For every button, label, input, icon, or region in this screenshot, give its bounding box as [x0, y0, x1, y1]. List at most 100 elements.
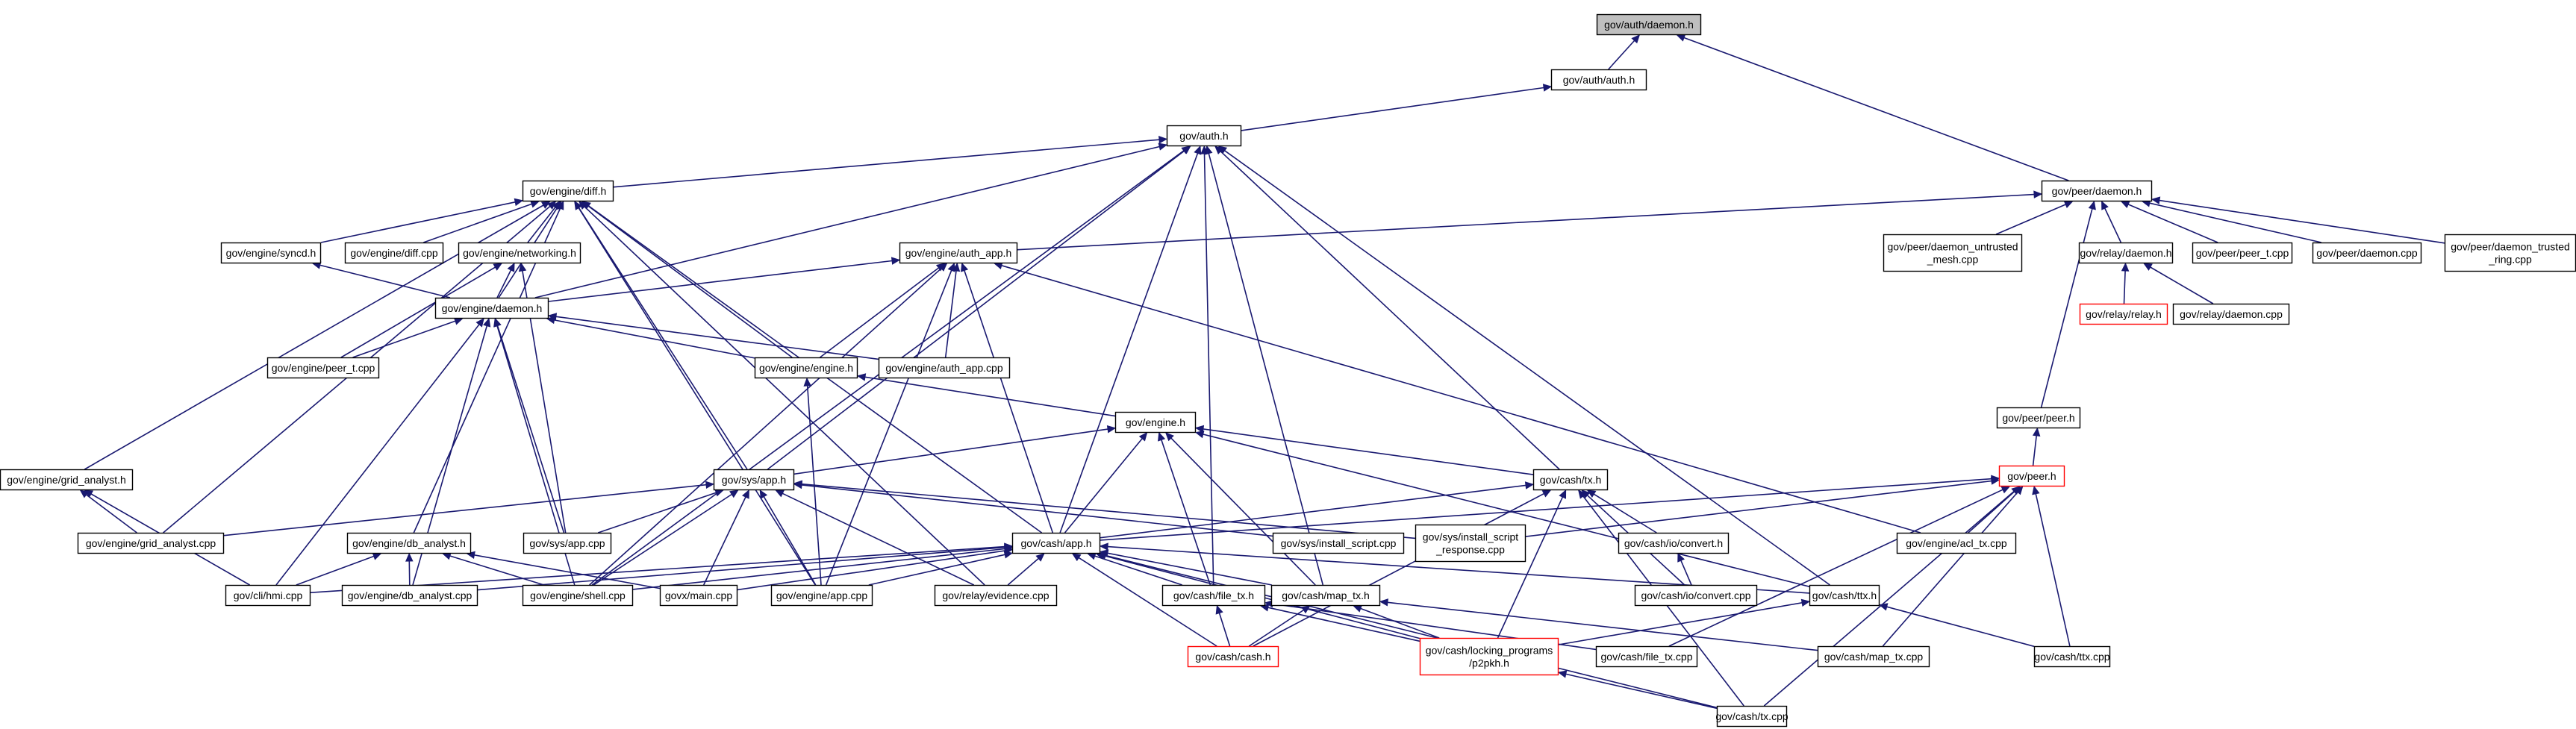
node-install-script-cpp[interactable]: gov/sys/install_script.cpp [1272, 532, 1405, 554]
edge-ttx_cpp-to-peer_h [2032, 485, 2071, 647]
node-tx-cpp[interactable]: gov/cash/tx.cpp [1715, 705, 1788, 728]
edge-cash_app_h-to-peer_h [1100, 475, 2000, 541]
edge-engine_app_cpp-to-cash_app_h [868, 551, 1014, 586]
node-peer-daemon-h[interactable]: gov/peer/daemon.h [2041, 180, 2153, 202]
edge-p2pkh_h-to-map_tx_h [1353, 604, 1440, 639]
node-map-tx-h[interactable]: gov/cash/map_tx.h [1270, 584, 1381, 607]
edge-networking_h-to-diff_h [527, 201, 561, 243]
node-peer-t-cpp[interactable]: gov/engine/peer_t.cpp [266, 357, 380, 379]
node-networking-h[interactable]: gov/engine/networking.h [458, 242, 581, 264]
node-db-analyst-cpp[interactable]: gov/engine/db_analyst.cpp [341, 584, 478, 607]
node-ttx-cpp[interactable]: gov/cash/ttx.cpp [2033, 645, 2111, 668]
node-relay-daemon-cpp[interactable]: gov/relay/daemon.cpp [2172, 303, 2290, 325]
node-diff-cpp[interactable]: gov/engine/diff.cpp [344, 242, 444, 264]
node-label: gov/cash/file_tx.h [1173, 589, 1254, 601]
node-cli-hmi-cpp[interactable]: gov/cli/hmi.cpp [225, 584, 311, 607]
node-daemon-trusted-cpp[interactable]: gov/peer/daemon_trusted_ring.cpp [2444, 234, 2576, 272]
node-label: /p2pkh.h [1469, 657, 1509, 669]
edge-auth_app_h-to-peer_daemon_h [1017, 190, 2043, 251]
edge-cash_cash_h-to-map_tx_h [1248, 605, 1311, 647]
node-engine-h[interactable]: gov/engine.h [1114, 411, 1197, 434]
node-label: gov/sys/app.h [722, 474, 786, 486]
node-label: gov/cash/file_tx.cpp [1601, 651, 1693, 663]
node-engine-daemon-h[interactable]: gov/engine/daemon.h [434, 297, 549, 319]
node-label: gov/cash/tx.cpp [1715, 710, 1788, 722]
node-daemon-h[interactable]: gov/auth/daemon.h [1596, 13, 1702, 36]
node-peer-daemon-cpp[interactable]: gov/peer/daemon.cpp [2312, 242, 2422, 264]
edge-engine_daemon_h-to-auth_app_h [548, 257, 901, 302]
edge-engine_app_cpp-to-engine_engine_h [803, 377, 822, 586]
node-label: gov/auth.h [1179, 130, 1228, 142]
node-grid-analyst-cpp[interactable]: gov/engine/grid_analyst.cpp [77, 532, 225, 554]
node-cash-app-h[interactable]: gov/cash/app.h [1011, 532, 1101, 554]
node-io-convert-cpp[interactable]: gov/cash/io/convert.cpp [1634, 584, 1758, 607]
node-label: gov/engine/grid_analyst.h [7, 474, 126, 486]
node-engine-engine-h[interactable]: gov/engine/engine.h [754, 357, 858, 379]
node-label: gov/cash/tx.h [1540, 474, 1602, 486]
node-peer-peer-h[interactable]: gov/peer/peer.h [1996, 407, 2081, 429]
node-db-analyst-h[interactable]: gov/engine/db_analyst.h [346, 532, 472, 554]
node-diff-h[interactable]: gov/engine/diff.h [522, 180, 614, 202]
edge-engine_h-to-engine_engine_h [856, 373, 1116, 417]
node-label: gov/peer/peer.h [2002, 412, 2074, 424]
node-auth-h[interactable]: gov/auth.h [1166, 125, 1242, 147]
node-auth-app-cpp[interactable]: gov/engine/auth_app.cpp [878, 357, 1011, 379]
node-file-tx-h[interactable]: gov/cash/file_tx.h [1161, 584, 1266, 607]
node-ttx-h[interactable]: gov/cash/ttx.h [1809, 584, 1880, 607]
node-daemon-untrusted-cpp[interactable]: gov/peer/daemon_untrusted_mesh.cpp [1883, 234, 2023, 272]
edge-diff_h-to-auth_h [613, 135, 1168, 188]
edge-peer_t_cpp-to-engine_daemon_h [352, 317, 464, 358]
edge-tx_cpp-to-p2pkh_h [1557, 670, 1718, 710]
node-acl-tx-cpp[interactable]: gov/engine/acl_tx.cpp [1896, 532, 2017, 554]
node-label: gov/engine/grid_analyst.cpp [86, 537, 216, 549]
node-label: gov/engine/auth_app.cpp [885, 362, 1002, 374]
node-engine-app-cpp[interactable]: gov/engine/app.cpp [770, 584, 873, 607]
node-shell-cpp[interactable]: gov/engine/shell.cpp [522, 584, 634, 607]
node-label: gov/engine/shell.cpp [530, 589, 626, 601]
edge-auth_app_cpp-to-auth_app_h [944, 262, 961, 358]
edge-daemon_untrusted_cpp-to-peer_daemon_h [1995, 201, 2074, 235]
node-io-convert-h[interactable]: gov/cash/io/convert.h [1618, 532, 1730, 554]
edge-cash_cash_h-to-cash_app_h [1071, 553, 1217, 647]
node-label: gov/cash/ttx.h [1812, 589, 1877, 601]
node-peer-peer-t-cpp[interactable]: gov/peer/peer_t.cpp [2192, 242, 2293, 264]
edge-cash_app_h-to-auth_app_h [961, 262, 1054, 534]
node-file-tx-cpp[interactable]: gov/cash/file_tx.cpp [1595, 645, 1698, 668]
node-auth-app-h[interactable]: gov/engine/auth_app.h [899, 242, 1018, 264]
node-label: gov/sys/install_script [1423, 531, 1518, 543]
node-label: gov/cash/ttx.cpp [2034, 651, 2109, 663]
edge-cash_app_h-to-engine_h [1064, 432, 1148, 534]
edge-engine_daemon_h-to-networking_h [496, 262, 515, 298]
node-install-script-response-cpp[interactable]: gov/sys/install_script_response.cpp [1415, 524, 1526, 563]
edge-tx_cpp-to-peer_h [1763, 486, 2021, 707]
edge-file_tx_h-to-cash_app_h [1087, 552, 1183, 586]
node-label: gov/engine/diff.h [530, 185, 607, 197]
node-p2pkh-h[interactable]: gov/cash/locking_programs/p2pkh.h [1419, 637, 1559, 676]
node-label: gov/engine/db_analyst.cpp [348, 589, 473, 601]
edges-layer [79, 34, 2445, 710]
node-label: gov/engine/engine.h [759, 362, 853, 374]
node-sys-app-cpp[interactable]: gov/sys/app.cpp [523, 532, 612, 554]
node-relay-daemon-h[interactable]: gov/relay/daemon.h [2078, 242, 2174, 264]
node-govx-main-cpp[interactable]: govx/main.cpp [659, 584, 738, 607]
node-cash-tx-h[interactable]: gov/cash/tx.h [1532, 469, 1609, 491]
node-syncd-h[interactable]: gov/engine/syncd.h [220, 242, 322, 264]
node-label: gov/relay/daemon.h [2080, 247, 2172, 259]
edge-ttx_h-to-auth_h [1217, 146, 1830, 586]
node-grid-analyst-h[interactable]: gov/engine/grid_analyst.h [0, 469, 134, 491]
node-cash-cash-h[interactable]: gov/cash/cash.h [1187, 645, 1279, 668]
edge-engine_engine_h-to-auth_app_h [820, 263, 946, 358]
node-label: gov/auth/auth.h [1563, 74, 1635, 86]
node-evidence-cpp[interactable]: gov/relay/evidence.cpp [934, 584, 1058, 607]
edge-cash_tx_h-to-engine_h [1194, 425, 1534, 475]
node-relay-relay-h[interactable]: gov/relay/relay.h [2079, 303, 2168, 325]
edge-auth_app_cpp-to-engine_daemon_h [547, 313, 879, 360]
edge-cash_app_h-to-cash_tx_h [1100, 481, 1535, 539]
edge-relay_daemon_h-to-peer_daemon_h [2101, 200, 2122, 243]
node-map-tx-cpp[interactable]: gov/cash/map_tx.cpp [1817, 645, 1930, 668]
node-auth-auth-h[interactable]: gov/auth/auth.h [1550, 69, 1647, 91]
node-sys-app-h[interactable]: gov/sys/app.h [713, 469, 795, 491]
edge-peer_daemon_h-to-daemon_h [1676, 34, 2069, 181]
node-peer-h[interactable]: gov/peer.h [1998, 465, 2065, 487]
edge-cash_app_h-to-auth_h [1059, 145, 1202, 534]
